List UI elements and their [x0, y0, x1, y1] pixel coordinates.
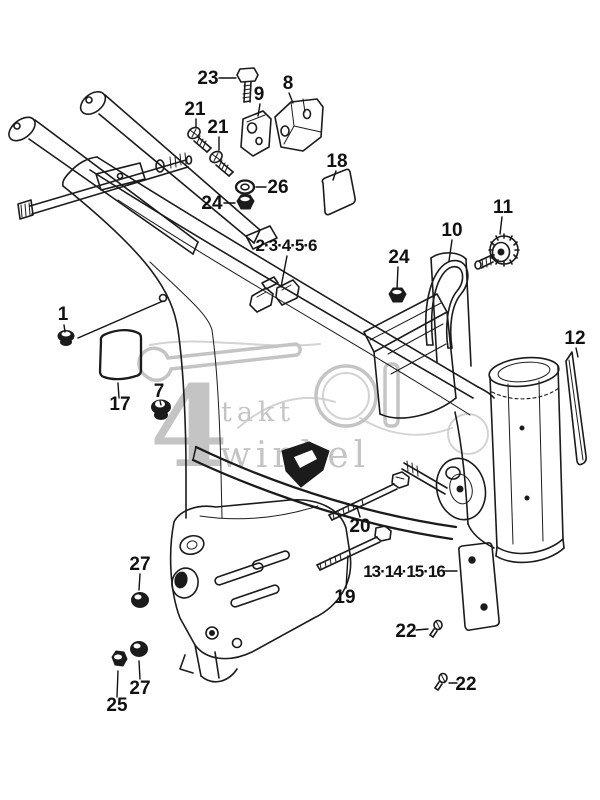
callout-25-23: 25 — [106, 695, 128, 716]
watermark-layer: 4 takt winkel — [137, 340, 489, 493]
part-grommet-7 — [151, 399, 171, 420]
callout-12-15: 12 — [564, 328, 585, 349]
callout-18-8: 18 — [326, 151, 347, 172]
callout-10-12: 10 — [441, 220, 462, 241]
leader-line-1-0 — [77, 300, 164, 339]
part-grommet-1 — [57, 330, 75, 346]
callout-22-20: 22 — [455, 674, 476, 695]
part-screw-22a — [429, 619, 443, 638]
watermark-ring-icon — [314, 364, 378, 428]
callout-11-13: 11 — [493, 197, 514, 218]
part-pivot-bushing — [401, 457, 487, 521]
callout-21-4: 21 — [184, 99, 206, 120]
leader-line-1-0 — [63, 324, 66, 333]
callout-9-6: 9 — [254, 84, 265, 105]
part-battery-strap — [425, 259, 469, 349]
leader-line-2·3·4·5·6-11 — [280, 255, 288, 288]
leader-line-27-21 — [138, 573, 141, 591]
leader-line-24-14 — [396, 266, 399, 290]
watermark-text-4: 4 — [150, 362, 228, 493]
leader-line-10-12 — [448, 239, 453, 262]
callout-21-5: 21 — [207, 117, 229, 138]
part-axle-rod — [17, 152, 193, 220]
part-cable-clips — [249, 276, 300, 313]
part-plate-18 — [321, 168, 356, 216]
callout-19-17: 19 — [334, 587, 355, 608]
part-nut-24b — [388, 287, 407, 303]
part-screw-22b — [434, 672, 448, 691]
watermark-moped-sketch-2 — [359, 417, 453, 436]
callout-20-16: 20 — [349, 516, 370, 537]
leader-line-11-13 — [499, 216, 503, 235]
callout-24-10: 24 — [201, 193, 223, 214]
leader-line-20-16 — [356, 506, 361, 518]
part-rear-rack-tubes — [8, 91, 278, 255]
leader-line-9-6 — [257, 103, 261, 117]
part-nut-25 — [111, 650, 128, 667]
leader-line-22-19 — [415, 628, 429, 631]
part-bracket-8 — [274, 98, 324, 152]
callout-7-2: 7 — [154, 381, 165, 402]
watermark-wrench-icon — [137, 342, 302, 382]
callout-8-7: 8 — [283, 73, 294, 94]
part-plate-17 — [98, 328, 143, 381]
leader-line-8-7 — [288, 92, 294, 104]
part-strip-12 — [565, 351, 587, 466]
callout-2·3·4·5·6-11: 2·3·4·5·6 — [256, 236, 317, 255]
callout-13·14·15·16-18: 13·14·15·16 — [363, 562, 445, 581]
part-bolt-23 — [236, 67, 259, 103]
watermark-bar-icon — [383, 362, 400, 428]
part-washer-26 — [234, 179, 256, 195]
callout-17-1: 17 — [109, 394, 130, 415]
part-nut-27b — [130, 641, 148, 657]
callout-27-21: 27 — [129, 554, 150, 575]
leader-line-25-23 — [116, 670, 119, 698]
callout-22-19: 22 — [395, 621, 416, 642]
callout-23-3: 23 — [197, 68, 218, 89]
leader-line-19-17 — [345, 555, 349, 589]
part-lower-rail — [191, 445, 458, 541]
callout-1-0: 1 — [58, 304, 69, 325]
watermark-text-takt: takt — [221, 397, 295, 428]
callout-24-14: 24 — [388, 247, 410, 268]
callout-26-9: 26 — [267, 177, 288, 198]
part-main-spine — [61, 156, 495, 549]
part-bolt-20 — [328, 471, 410, 521]
part-battery-tray — [363, 252, 472, 419]
watermark-ring-inner — [322, 372, 370, 420]
part-bolt-19 — [316, 525, 392, 571]
part-screw-21a — [187, 126, 212, 153]
watermark-moped-wheel-sketch — [447, 413, 489, 455]
part-knob-11 — [474, 233, 520, 270]
part-screw-21b — [209, 150, 234, 177]
part-head-tube — [488, 356, 565, 564]
part-nut-27a — [131, 592, 149, 608]
part-nut-24a — [236, 194, 255, 210]
leader-line-17-1 — [117, 382, 120, 399]
leader-line-18-8 — [332, 170, 337, 181]
watermark-moped-sketch-1 — [237, 396, 336, 429]
part-engine-cradle — [169, 499, 352, 683]
part-plate-13-16 — [458, 542, 500, 631]
part-side-stand-bracket — [281, 441, 330, 488]
leader-line-7-2 — [159, 400, 162, 406]
callout-27-22: 27 — [129, 678, 150, 699]
leader-line-12-15 — [575, 347, 579, 358]
leader-line-27-22 — [138, 660, 141, 680]
part-bracket-9 — [240, 110, 272, 157]
frame-art — [8, 67, 587, 691]
